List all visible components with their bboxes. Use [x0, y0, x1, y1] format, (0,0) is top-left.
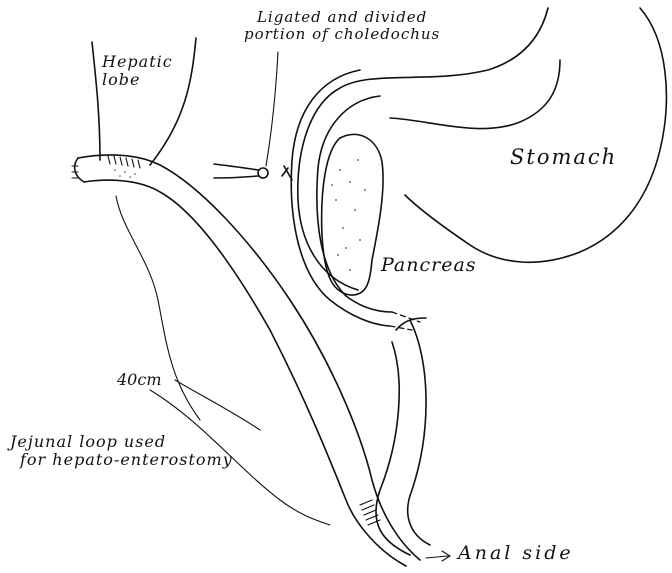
jejunal-label-line-2: for hepato-enterostomy	[10, 451, 233, 469]
duodenum-cut-dashed-2	[390, 326, 412, 330]
hepatic-label-line-1: Hepatic	[102, 53, 173, 71]
pancreas-stipple	[331, 159, 366, 271]
pancreas-label: Pancreas	[381, 255, 477, 277]
hepatic-lobe-outline	[92, 42, 100, 160]
stomach-curve-top	[390, 60, 560, 129]
stomach-outline-outer	[405, 8, 666, 262]
anal-side-label: Anal side	[458, 543, 574, 565]
stomach-label: Stomach	[510, 145, 617, 169]
duodenum-outer-wall	[291, 70, 390, 326]
descending-limb-left	[376, 342, 410, 555]
hepatic-lobe-label: Hepatic lobe	[102, 53, 173, 90]
anastomosis-stipple	[114, 169, 136, 178]
ligated-label-line-2: portion of choledochus	[244, 26, 440, 43]
hepatic-label-line-2: lobe	[102, 71, 173, 89]
jejunal-loop-label: Jejunal loop used for hepato-enterostomy	[10, 433, 233, 470]
length-leader-line	[175, 380, 260, 430]
ligated-choledochus-label: Ligated and divided portion of choledoch…	[244, 9, 440, 44]
length-label: 40cm	[117, 371, 162, 389]
jejunal-loop-upper-wall	[78, 155, 420, 560]
descending-limb-right	[408, 320, 430, 545]
ligated-leader-line	[266, 52, 278, 166]
anastomosis-sutures	[72, 156, 140, 178]
ligated-label-line-1: Ligated and divided	[244, 9, 440, 26]
ligature-mark	[282, 166, 292, 180]
choledochus-stump-upper	[214, 164, 258, 170]
pancreas-outline	[322, 134, 383, 295]
jejunal-label-line-1: Jejunal loop used	[10, 433, 233, 451]
anal-side-arrow-line	[426, 556, 448, 558]
duodenum-cut-dashed-1	[392, 312, 420, 322]
choledochus-stump-lower	[214, 176, 258, 178]
ligature-knot	[258, 168, 268, 178]
